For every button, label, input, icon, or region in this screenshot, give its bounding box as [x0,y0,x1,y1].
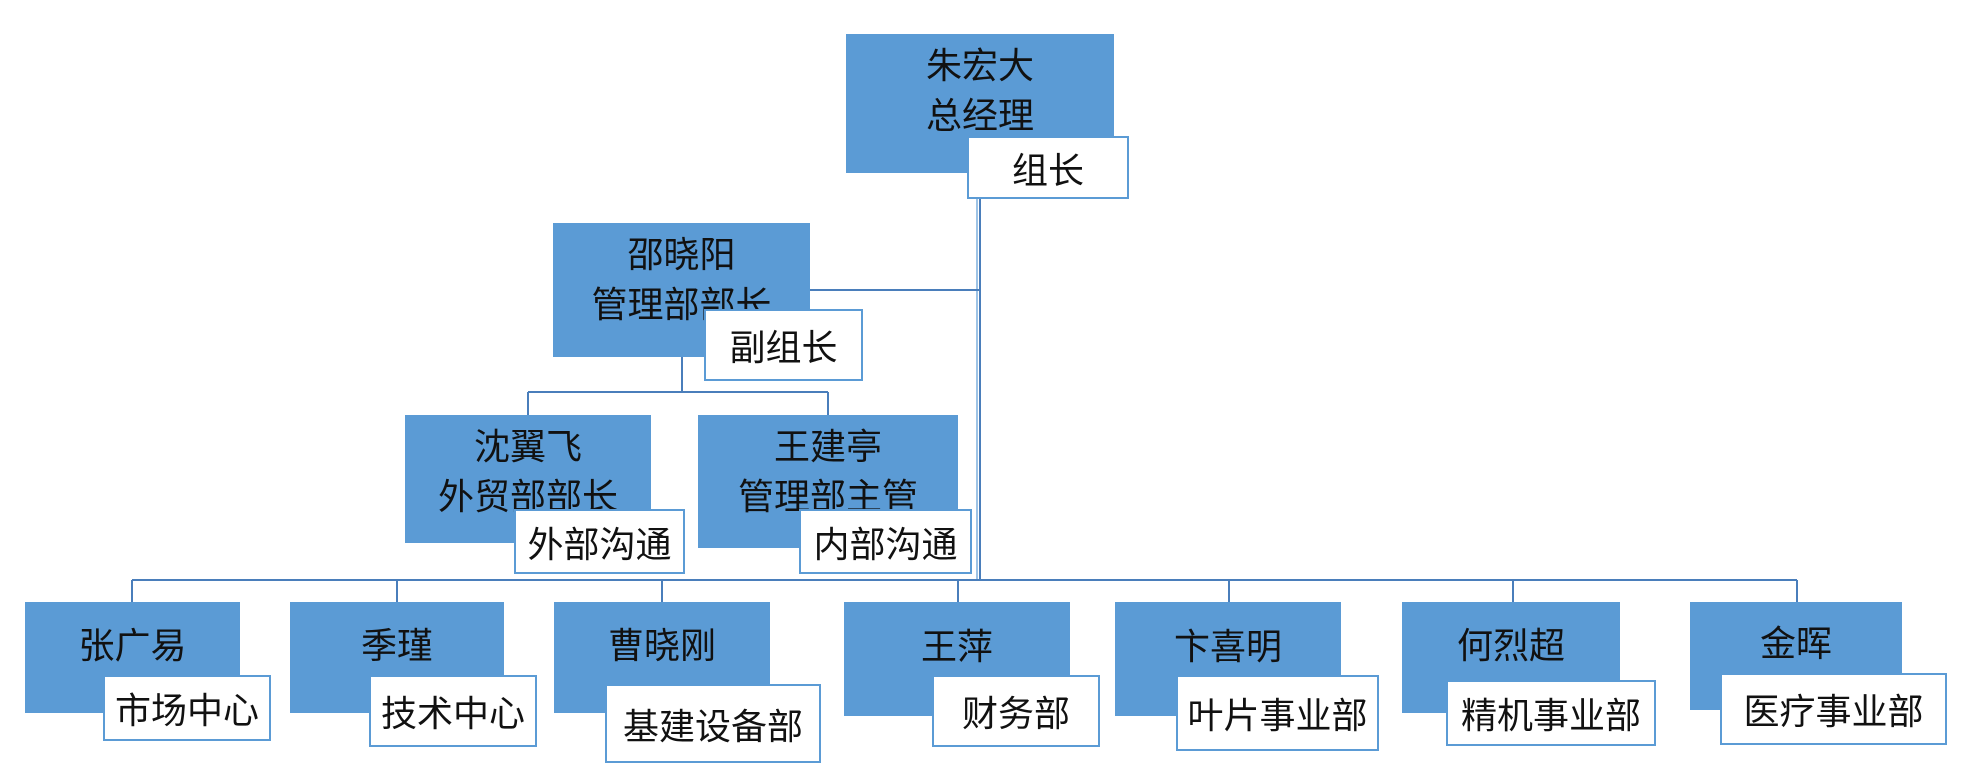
node-deputy-name: 邵晓阳 [627,235,736,276]
node-report-2-name: 王建亭 [773,427,882,468]
tag-member-4: 财务部 [932,675,1100,747]
tag-report-1: 外部沟通 [514,509,685,574]
tag-root: 组长 [967,136,1129,199]
tag-member-1: 市场中心 [103,675,271,741]
node-root-name: 朱宏大 [925,46,1034,87]
tag-report-2: 内部沟通 [799,509,972,574]
tag-member-7: 医疗事业部 [1720,673,1947,745]
tag-member-6: 精机事业部 [1446,680,1656,746]
tag-deputy: 副组长 [704,309,863,381]
node-root-title: 总经理 [925,95,1034,137]
tag-member-3: 基建设备部 [605,684,821,763]
tag-member-2: 技术中心 [369,675,537,747]
tag-member-5: 叶片事业部 [1176,675,1379,751]
node-report-1-name: 沈翼飞 [473,427,582,468]
